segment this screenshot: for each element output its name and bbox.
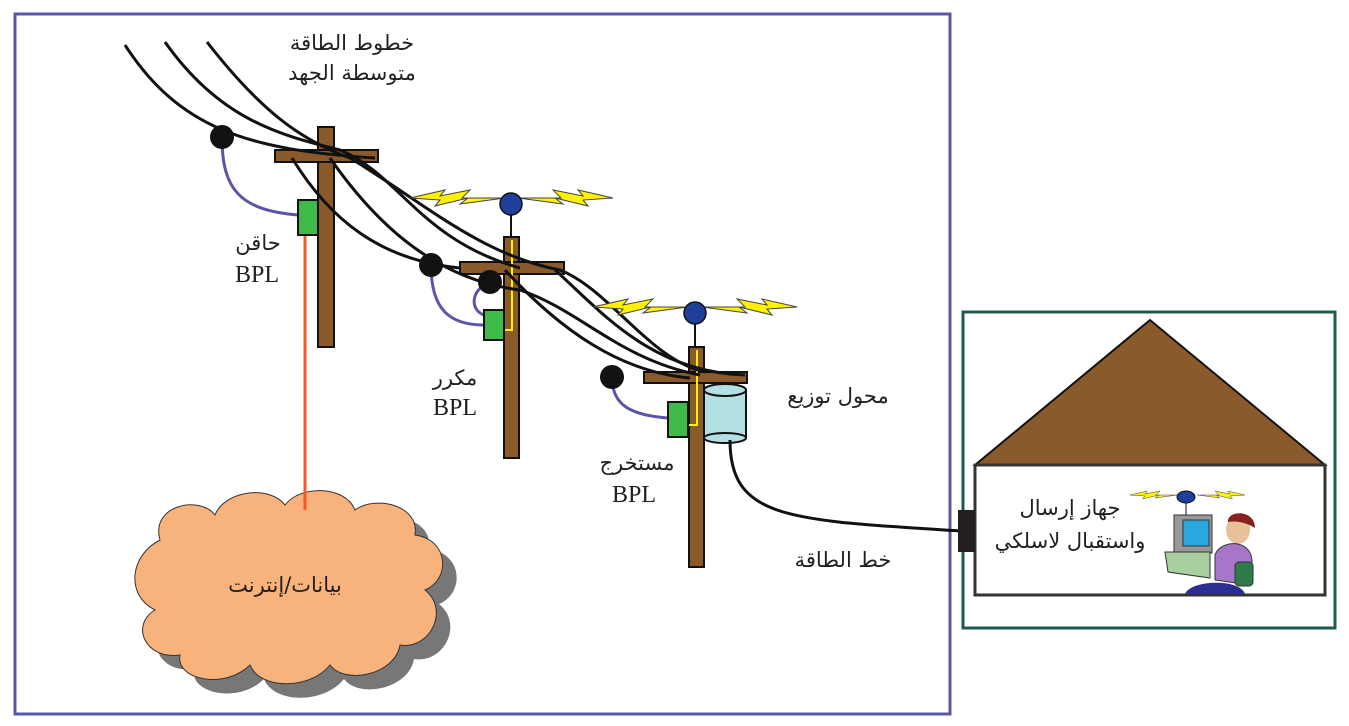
power-line-label: خط الطاقة [795,548,892,572]
internet-cloud: بيانات/إنترنت [134,490,457,698]
medium-voltage-lines [123,41,746,380]
bpl-repeater-box [483,309,505,341]
internet-label: بيانات/إنترنت [228,573,342,598]
bpl-extractor-box [667,401,689,438]
house: جهاز إرسال واستقبال لاسلكي [958,310,1337,630]
wireless-device-label: جهاز إرسال [1019,496,1120,521]
computer-user-icon [1129,490,1255,594]
distribution-transformer [703,383,747,444]
house-frame [961,310,1337,630]
power-lines-label: خطوط الطاقة [290,31,414,55]
couplers [210,125,669,420]
extractor-bpl-label: BPL [612,482,656,508]
wireless-device-label: واستقبال لاسلكي [995,529,1146,553]
repeater-bpl-label: BPL [433,395,477,421]
injector-bpl-label: BPL [235,262,279,288]
antenna-icon [409,189,614,216]
wall-outlet [958,510,975,552]
transformer-label: محول توزيع [787,384,888,408]
power-lines-label: متوسطة الجهد [288,61,416,85]
pole-injector [274,126,379,348]
extractor-label: مستخرج [599,451,674,476]
bpl-injector-box [297,199,319,236]
injector-label: حاقن [235,231,280,255]
power-cable [728,439,961,533]
repeater-label: مكرر [432,366,478,390]
antenna-icon [592,298,798,325]
outer-frame [13,12,952,716]
